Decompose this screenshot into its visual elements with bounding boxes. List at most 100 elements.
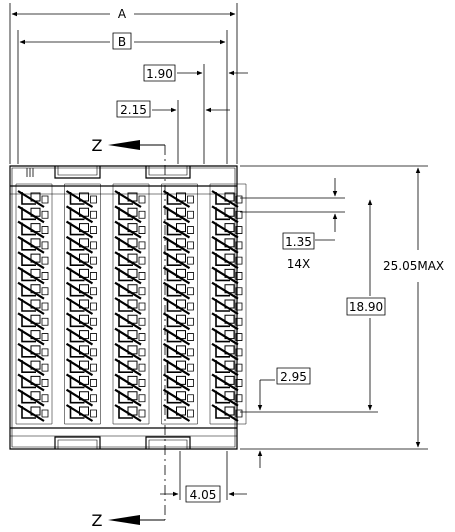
contact-pad bbox=[67, 390, 97, 406]
contact-pad bbox=[67, 359, 97, 375]
contact-pad bbox=[212, 252, 242, 268]
contact-pad bbox=[164, 222, 194, 238]
contact-pad bbox=[164, 374, 194, 390]
contact-pad bbox=[164, 359, 194, 375]
contact-pad bbox=[115, 344, 145, 360]
contact-pad bbox=[212, 298, 242, 314]
contact-pad bbox=[164, 390, 194, 406]
dim-18-90-label: 18.90 bbox=[349, 300, 383, 314]
contact-pad bbox=[67, 329, 97, 345]
section-cut-line bbox=[140, 145, 165, 520]
contact-pad bbox=[67, 252, 97, 268]
contact-pad bbox=[164, 298, 194, 314]
dim-25-05-label: 25.05MAX bbox=[383, 259, 444, 273]
contact-pad bbox=[67, 206, 97, 222]
dim-4-05-label: 4.05 bbox=[190, 488, 217, 502]
contact-array bbox=[16, 184, 246, 424]
contact-column bbox=[162, 184, 198, 424]
contact-pad bbox=[115, 267, 145, 283]
contact-pad bbox=[212, 313, 242, 329]
contact-pad bbox=[115, 206, 145, 222]
contact-pad bbox=[212, 191, 242, 207]
dimension-lines bbox=[10, 3, 428, 500]
dim-a-label: A bbox=[118, 7, 127, 21]
contact-pad bbox=[212, 390, 242, 406]
contact-pad bbox=[212, 283, 242, 299]
contact-pad bbox=[67, 237, 97, 253]
contact-pad bbox=[164, 267, 194, 283]
section-arrow-top bbox=[108, 140, 140, 150]
contact-pad bbox=[212, 267, 242, 283]
contact-pad bbox=[164, 405, 194, 421]
contact-pad bbox=[115, 222, 145, 238]
contact-column bbox=[65, 184, 101, 424]
contact-pad bbox=[212, 405, 242, 421]
contact-pad bbox=[115, 374, 145, 390]
contact-pad bbox=[164, 206, 194, 222]
section-mark-top: Z bbox=[92, 136, 103, 155]
dim-1-35-label: 1.35 bbox=[285, 235, 312, 249]
contact-pad bbox=[67, 405, 97, 421]
contact-pad bbox=[212, 374, 242, 390]
contact-pad bbox=[212, 206, 242, 222]
contact-pad bbox=[67, 298, 97, 314]
contact-pad bbox=[164, 283, 194, 299]
contact-pad bbox=[164, 329, 194, 345]
contact-pad bbox=[67, 344, 97, 360]
contact-pad bbox=[67, 374, 97, 390]
contact-pad bbox=[212, 359, 242, 375]
contact-pad bbox=[18, 344, 48, 360]
contact-pad bbox=[18, 390, 48, 406]
dim-2-95-label: 2.95 bbox=[280, 370, 307, 384]
dim-1-90-box bbox=[144, 65, 175, 81]
contact-column bbox=[16, 184, 52, 424]
dim-1-35-count: 14X bbox=[287, 257, 311, 271]
section-mark-bottom: Z bbox=[92, 511, 103, 530]
contact-pad bbox=[212, 222, 242, 238]
dim-4-05-box bbox=[186, 486, 220, 502]
contact-pad bbox=[164, 344, 194, 360]
contact-pad bbox=[18, 405, 48, 421]
contact-pad bbox=[212, 237, 242, 253]
contact-pad bbox=[67, 267, 97, 283]
section-arrow-bottom bbox=[108, 515, 140, 525]
contact-pad bbox=[115, 283, 145, 299]
contact-column bbox=[113, 184, 149, 424]
dim-b-box bbox=[113, 33, 131, 49]
contact-column bbox=[210, 184, 246, 424]
contact-pad bbox=[67, 191, 97, 207]
contact-pad bbox=[115, 191, 145, 207]
contact-pad bbox=[115, 313, 145, 329]
contact-pad bbox=[18, 359, 48, 375]
contact-pad bbox=[18, 206, 48, 222]
contact-pad bbox=[18, 313, 48, 329]
dim-18-90-box bbox=[347, 298, 385, 315]
contact-pad bbox=[18, 191, 48, 207]
contact-pad bbox=[67, 283, 97, 299]
connector-body bbox=[10, 166, 237, 449]
contact-pad bbox=[115, 359, 145, 375]
contact-pad bbox=[115, 237, 145, 253]
contact-pad bbox=[212, 329, 242, 345]
contact-pad bbox=[67, 222, 97, 238]
contact-pad bbox=[115, 405, 145, 421]
contact-pad bbox=[18, 329, 48, 345]
contact-pad bbox=[18, 267, 48, 283]
contact-pad bbox=[115, 390, 145, 406]
contact-pad bbox=[164, 313, 194, 329]
contact-pad bbox=[18, 222, 48, 238]
contact-pad bbox=[115, 329, 145, 345]
contact-pad bbox=[164, 252, 194, 268]
dim-1-90-label: 1.90 bbox=[146, 67, 173, 81]
contact-pad bbox=[164, 237, 194, 253]
contact-pad bbox=[115, 252, 145, 268]
dim-2-15-label: 2.15 bbox=[120, 103, 147, 117]
contact-pad bbox=[115, 298, 145, 314]
contact-pad bbox=[18, 283, 48, 299]
contact-pad bbox=[67, 313, 97, 329]
contact-pad bbox=[18, 237, 48, 253]
dim-b-label: B bbox=[118, 35, 126, 49]
labels: A B 1.90 2.15 1.35 14X 18.90 25.05MAX 2.… bbox=[92, 7, 445, 530]
contact-pad bbox=[18, 374, 48, 390]
dim-2-15-box bbox=[117, 101, 150, 117]
